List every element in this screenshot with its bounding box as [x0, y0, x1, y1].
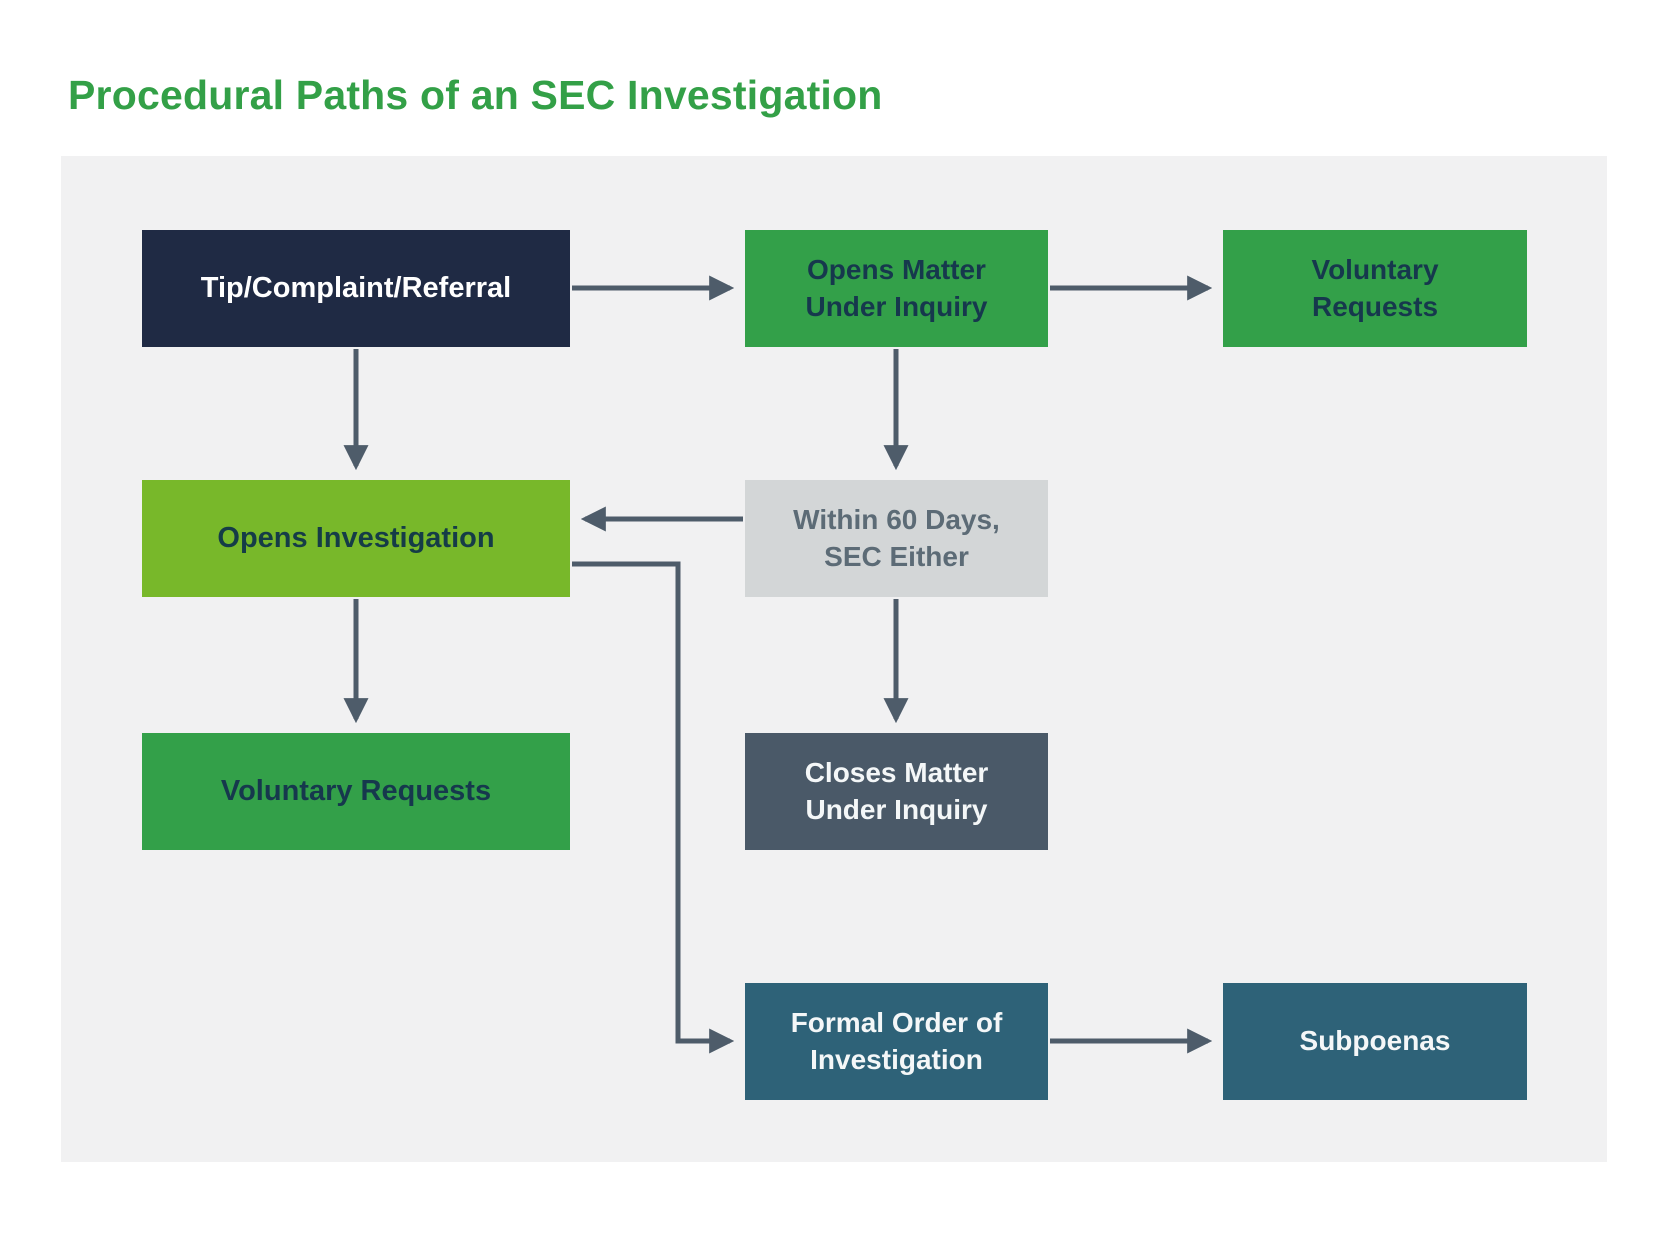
- node-voluntary-requests-top-label: Voluntary Requests: [1311, 253, 1439, 322]
- node-closes-matter-under-inquiry: Closes Matter Under Inquiry: [745, 733, 1048, 850]
- node-voluntary-requests-left-label: Voluntary Requests: [220, 775, 492, 808]
- node-within-60-days-sec-either: Within 60 Days, SEC Either: [745, 480, 1048, 597]
- node-voluntary-requests-left: Voluntary Requests: [142, 733, 570, 850]
- node-subpoenas-label: Subpoenas: [1299, 1025, 1451, 1057]
- node-closes-matter-under-inquiry-label: Closes Matter Under Inquiry: [804, 756, 989, 825]
- page-title: Procedural Paths of an SEC Investigation: [68, 72, 883, 118]
- node-formal-order-of-investigation: Formal Order of Investigation: [745, 983, 1048, 1100]
- node-opens-matter-under-inquiry: Opens Matter Under Inquiry: [745, 230, 1048, 347]
- node-opens-investigation-label: Opens Investigation: [217, 522, 495, 555]
- node-opens-matter-under-inquiry-label: Opens Matter Under Inquiry: [805, 253, 988, 322]
- node-opens-investigation: Opens Investigation: [142, 480, 570, 597]
- node-tip-complaint-referral: Tip/Complaint/Referral: [142, 230, 570, 347]
- node-formal-order-of-investigation-label: Formal Order of Investigation: [790, 1006, 1003, 1075]
- node-voluntary-requests-top: Voluntary Requests: [1223, 230, 1527, 347]
- node-within-60-days-sec-either-label: Within 60 Days, SEC Either: [793, 503, 1000, 572]
- node-tip-complaint-referral-label: Tip/Complaint/Referral: [200, 272, 512, 305]
- node-subpoenas: Subpoenas: [1223, 983, 1527, 1100]
